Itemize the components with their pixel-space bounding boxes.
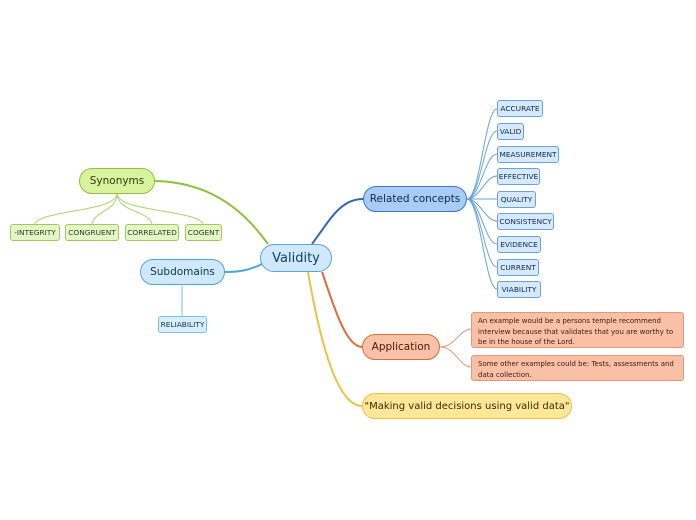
subdomain-reliability[interactable]: RELIABILITY bbox=[158, 316, 207, 333]
related-consistency[interactable]: CONSISTENCY bbox=[497, 213, 554, 230]
related-current[interactable]: CURRENT bbox=[497, 259, 539, 276]
connector-syn-2 bbox=[91, 193, 118, 225]
topic-application[interactable]: Application bbox=[362, 334, 440, 360]
related-viability[interactable]: VIABILITY bbox=[497, 281, 541, 298]
connector-synonyms bbox=[154, 180, 269, 245]
application-note-1[interactable]: An example would be a persons temple rec… bbox=[471, 312, 684, 348]
connector-quote bbox=[307, 271, 363, 407]
connector-rel-1 bbox=[466, 108, 498, 200]
topic-synonyms[interactable]: Synonyms bbox=[79, 168, 155, 194]
central-topic-validity[interactable]: Validity bbox=[260, 244, 332, 272]
topic-subdomains[interactable]: Subdomains bbox=[140, 259, 225, 285]
connector-syn-1 bbox=[34, 193, 118, 225]
application-note-2[interactable]: Some other examples could be: Tests, ass… bbox=[471, 355, 684, 381]
connector-rel-9 bbox=[466, 198, 498, 290]
connector-syn-4 bbox=[116, 193, 204, 225]
related-accurate[interactable]: ACCURATE bbox=[497, 100, 543, 117]
synonym-congruent[interactable]: CONGRUENT bbox=[65, 224, 119, 241]
related-quality[interactable]: QUALITY bbox=[497, 191, 536, 208]
topic-quote[interactable]: "Making valid decisions using valid data… bbox=[362, 393, 572, 419]
synonym-integrity[interactable]: -INTEGRITY bbox=[10, 224, 60, 241]
connector-rel-3 bbox=[466, 153, 498, 200]
related-measurement[interactable]: MEASUREMENT bbox=[497, 146, 559, 163]
synonym-cogent[interactable]: COGENT bbox=[185, 224, 222, 241]
synonym-correlated[interactable]: CORRELATED bbox=[125, 224, 179, 241]
connector-rel-2 bbox=[466, 130, 498, 200]
connector-app-1 bbox=[439, 328, 472, 348]
related-evidence[interactable]: EVIDENCE bbox=[497, 236, 541, 253]
related-effective[interactable]: EFFECTIVE bbox=[497, 168, 540, 185]
connector-related bbox=[311, 198, 364, 245]
connector-syn-3 bbox=[116, 193, 153, 225]
related-valid[interactable]: VALID bbox=[497, 123, 524, 140]
connector-rel-7 bbox=[466, 198, 498, 245]
connector-subdomains bbox=[224, 263, 263, 273]
connector-application bbox=[321, 271, 363, 348]
connector-app-2 bbox=[439, 346, 472, 368]
connector-rel-4 bbox=[466, 175, 498, 200]
topic-related-concepts[interactable]: Related concepts bbox=[363, 186, 467, 212]
